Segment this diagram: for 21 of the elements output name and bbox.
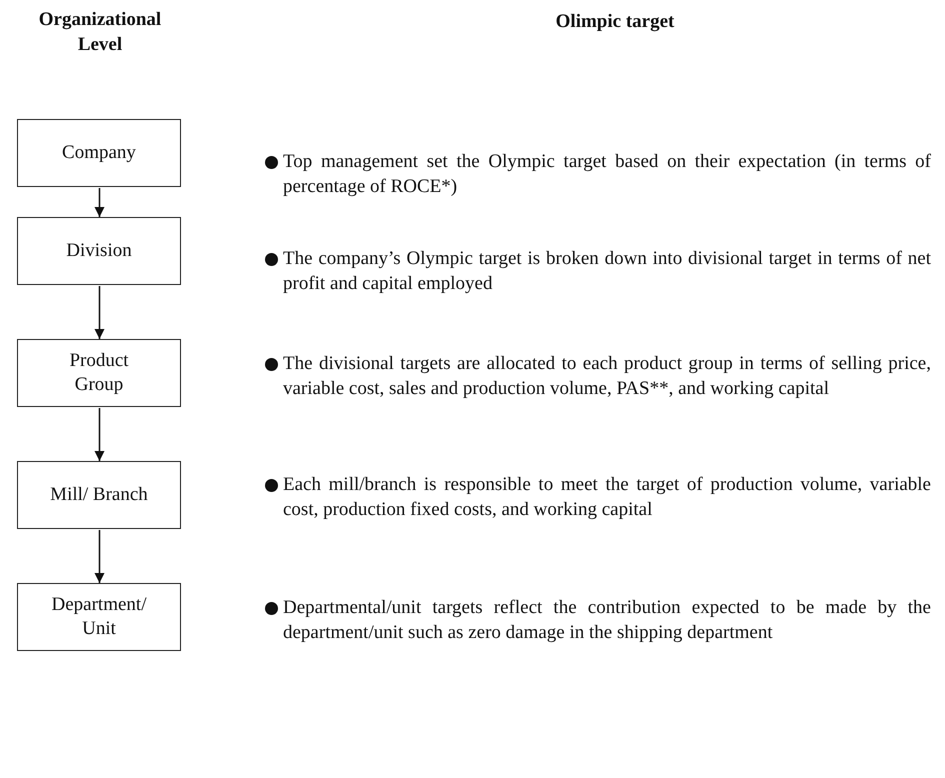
box-label: Company — [61, 141, 137, 165]
bullet-text: Departmental/unit targets reflect the contribution expected to be made by the department/unit such as zero damage in the shipping department — [283, 596, 931, 645]
process-box — [17, 217, 181, 285]
arrow — [94, 188, 104, 217]
bullet-text: The company’s Olympic target is broken down into divisional target in terms of net profit and capital employed — [283, 247, 931, 296]
bullet-text: Each mill/branch is responsible to meet the target of production volume, variable cost, production fixed costs, and working capital — [283, 473, 931, 522]
arrow — [94, 408, 104, 461]
process-box — [17, 461, 181, 529]
bullet-text: The divisional targets are allocated to each product group in terms of selling price, variable cost, sales and production volume, PAS**, and working capital — [283, 352, 931, 401]
arrow — [94, 286, 104, 339]
column-heading: Organizational Level — [38, 8, 162, 57]
process-box — [17, 583, 181, 651]
process-box — [17, 339, 181, 407]
bullet-text: Top management set the Olympic target based on their expectation (in terms of percentage of ROCE*) — [283, 150, 931, 199]
box-label: Division — [65, 239, 133, 263]
box-label: Mill/ Branch — [49, 483, 149, 507]
process-box — [17, 119, 181, 187]
box-label: Department/ Unit — [50, 593, 148, 641]
column-heading: Olimpic target — [554, 10, 676, 34]
box-label: Product Group — [68, 349, 130, 397]
arrow — [94, 530, 104, 583]
